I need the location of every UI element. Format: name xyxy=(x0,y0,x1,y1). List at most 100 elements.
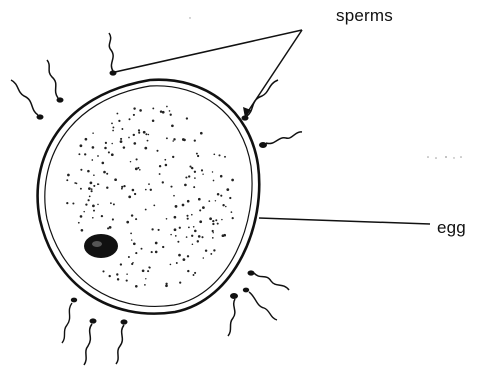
granule xyxy=(215,200,216,201)
egg-nucleus xyxy=(84,234,118,258)
granule xyxy=(182,204,185,207)
granule xyxy=(80,144,83,147)
granule xyxy=(159,165,161,167)
granule xyxy=(194,177,196,179)
granule xyxy=(187,218,189,220)
granule xyxy=(121,128,123,130)
granule xyxy=(200,132,203,135)
granule xyxy=(123,185,125,187)
granule xyxy=(213,249,215,251)
granule xyxy=(191,167,193,169)
granule xyxy=(170,114,172,116)
granule xyxy=(201,236,203,238)
granule xyxy=(142,269,145,272)
granule xyxy=(130,161,131,162)
granule xyxy=(220,175,223,178)
granule xyxy=(191,235,193,237)
granule xyxy=(67,174,70,177)
granule xyxy=(131,214,133,216)
granule xyxy=(197,240,199,242)
granule xyxy=(135,252,137,254)
granule xyxy=(120,140,123,143)
granule xyxy=(165,164,168,167)
granule xyxy=(193,226,195,228)
granule xyxy=(133,114,135,116)
granule xyxy=(203,257,205,259)
granule xyxy=(145,278,146,279)
granule xyxy=(182,138,185,141)
egg-cell xyxy=(38,80,260,314)
granule xyxy=(134,193,136,195)
granule xyxy=(205,249,207,251)
sperm xyxy=(228,293,238,336)
granule xyxy=(128,256,130,258)
granule xyxy=(133,134,135,136)
granule xyxy=(104,147,107,150)
granule xyxy=(188,226,190,228)
granule xyxy=(212,220,214,222)
granule xyxy=(106,187,108,189)
granule xyxy=(226,188,229,191)
granule xyxy=(186,215,188,217)
granule xyxy=(231,179,234,182)
granule xyxy=(187,200,190,203)
granule xyxy=(66,202,68,204)
granule xyxy=(103,171,106,174)
granule xyxy=(159,173,161,175)
granule xyxy=(165,283,167,285)
granule xyxy=(155,251,158,254)
granule xyxy=(215,219,217,221)
granule xyxy=(112,218,114,220)
sperm xyxy=(62,298,77,343)
granule xyxy=(162,181,164,183)
granule xyxy=(144,284,146,286)
granule xyxy=(102,162,105,165)
granule xyxy=(179,227,181,229)
granule xyxy=(186,236,188,238)
granule xyxy=(158,229,160,231)
granule xyxy=(232,217,234,219)
granule xyxy=(93,174,95,176)
granule xyxy=(87,170,90,173)
granule xyxy=(84,153,86,155)
granule xyxy=(138,129,140,131)
granule xyxy=(187,270,189,272)
granule xyxy=(132,262,133,263)
granule xyxy=(221,219,222,220)
granule xyxy=(224,156,226,158)
granule xyxy=(210,253,212,255)
granule xyxy=(123,146,125,148)
granule xyxy=(72,202,74,204)
granule xyxy=(185,176,187,178)
granule xyxy=(97,204,99,206)
sperms-label: sperms xyxy=(336,6,393,26)
sperm xyxy=(11,80,44,120)
granule xyxy=(231,211,233,213)
egg-pointer-line xyxy=(259,218,430,224)
granule xyxy=(107,227,109,229)
granule xyxy=(120,138,122,140)
granule xyxy=(199,220,202,223)
granule xyxy=(101,215,103,217)
granule xyxy=(166,137,168,139)
granule xyxy=(121,188,123,190)
granule xyxy=(145,189,147,191)
granule xyxy=(194,139,196,141)
granule xyxy=(218,154,220,156)
granule xyxy=(147,270,149,272)
granule xyxy=(220,195,222,197)
granule xyxy=(191,214,193,216)
granule xyxy=(160,111,162,113)
sperm xyxy=(84,318,97,365)
granule xyxy=(175,205,178,208)
granule xyxy=(198,198,201,201)
sperm xyxy=(259,132,302,148)
granule xyxy=(132,189,135,192)
sperm xyxy=(248,270,290,290)
granule xyxy=(212,171,213,172)
granule xyxy=(183,258,186,261)
granule xyxy=(121,186,123,188)
granule xyxy=(194,230,197,233)
granule xyxy=(93,185,95,187)
